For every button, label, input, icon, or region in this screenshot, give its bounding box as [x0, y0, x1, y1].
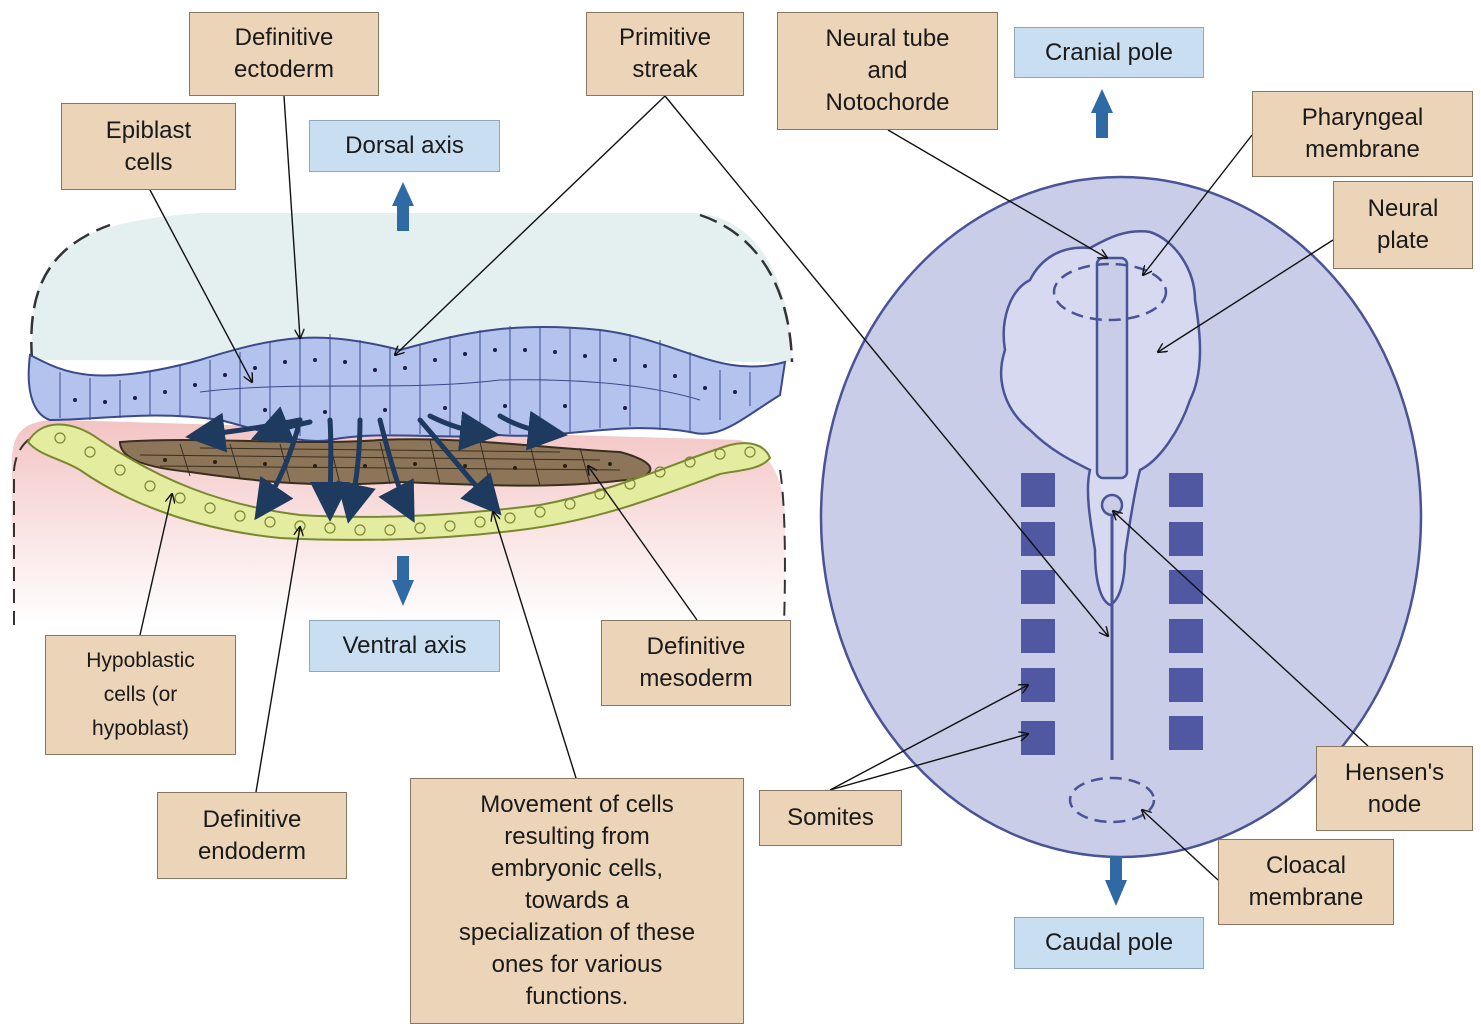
label-definitive-mesoderm: Definitive mesoderm — [601, 620, 791, 706]
label-cloacal-membrane: Cloacal membrane — [1218, 839, 1394, 925]
dorsal-axis-label: Dorsal axis — [309, 120, 500, 172]
cranial-arrow-icon — [1091, 89, 1113, 138]
label-hypoblastic-cells: Hypoblastic cells (or hypoblast) — [45, 635, 236, 755]
cranial-pole-label: Cranial pole — [1014, 27, 1204, 78]
label-neural-tube: Neural tube and Notochorde — [777, 12, 998, 130]
label-pharyngeal-membrane: Pharyngeal membrane — [1252, 91, 1473, 177]
label-somites: Somites — [759, 790, 902, 846]
ventral-axis-label: Ventral axis — [309, 620, 500, 672]
label-primitive-streak: Primitive streak — [586, 12, 744, 96]
caudal-pole-label: Caudal pole — [1014, 917, 1204, 969]
label-definitive-ectoderm: Definitive ectoderm — [189, 12, 379, 96]
label-hensens-node: Hensen's node — [1316, 746, 1473, 831]
caudal-arrow-icon — [1105, 856, 1127, 906]
label-movement-of-cells: Movement of cells resulting from embryon… — [410, 778, 744, 1024]
hensens-node-shape — [1102, 495, 1122, 515]
neural-tube-rect — [1097, 258, 1127, 478]
label-definitive-endoderm: Definitive endoderm — [157, 792, 347, 879]
label-epiblast-cells: Epiblast cells — [61, 103, 236, 190]
label-neural-plate: Neural plate — [1333, 181, 1473, 269]
